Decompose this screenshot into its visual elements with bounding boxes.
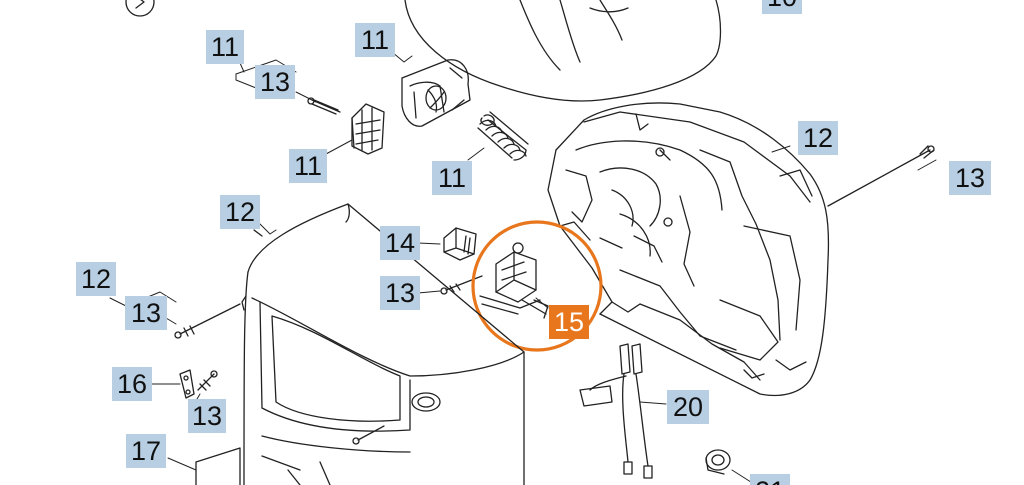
top-cover-part bbox=[404, 0, 722, 102]
callout-12-front-housing: 12 bbox=[220, 195, 260, 229]
rear-housing-part bbox=[547, 102, 830, 397]
leader-lines bbox=[109, 51, 937, 485]
callout-11-connector: 11 bbox=[289, 149, 327, 183]
callout-10-partial: 10 bbox=[762, 0, 802, 14]
screw-part bbox=[197, 370, 218, 391]
callout-21-partial: 21 bbox=[750, 474, 790, 485]
screw-part bbox=[307, 97, 341, 115]
highlighted-component-part bbox=[471, 220, 603, 352]
callout-20: 20 bbox=[667, 390, 709, 424]
callout-13-middle: 13 bbox=[380, 276, 420, 310]
callout-12-rear-housing: 12 bbox=[798, 121, 838, 155]
screw-part bbox=[352, 425, 385, 445]
callout-12-left: 12 bbox=[76, 262, 116, 296]
callout-16: 16 bbox=[112, 367, 152, 401]
connector-block-part bbox=[351, 103, 385, 155]
clip-part bbox=[179, 369, 195, 399]
callout-15-highlighted: 15 bbox=[549, 305, 589, 339]
callout-13-top-left: 13 bbox=[255, 65, 295, 99]
switch-part bbox=[443, 227, 477, 261]
screw-part bbox=[174, 303, 241, 339]
grommet-part bbox=[705, 449, 731, 475]
callout-13-bottom-left: 13 bbox=[188, 399, 226, 433]
front-housing-part bbox=[241, 203, 525, 485]
lamp-holder-part bbox=[401, 59, 471, 127]
spring-part bbox=[477, 111, 529, 161]
callout-13-left: 13 bbox=[125, 296, 167, 330]
corner-symbol bbox=[125, 0, 155, 17]
callout-11-lamp: 11 bbox=[355, 23, 395, 57]
cable-harness-part bbox=[579, 343, 653, 479]
panel-part bbox=[195, 447, 241, 485]
callout-17: 17 bbox=[126, 434, 166, 468]
callout-13-right: 13 bbox=[949, 161, 991, 195]
callout-11-spring: 11 bbox=[432, 161, 472, 195]
callout-11-top-left: 11 bbox=[206, 30, 244, 64]
screw-part bbox=[827, 145, 935, 207]
callout-14: 14 bbox=[380, 226, 420, 260]
screw-part bbox=[440, 275, 483, 295]
